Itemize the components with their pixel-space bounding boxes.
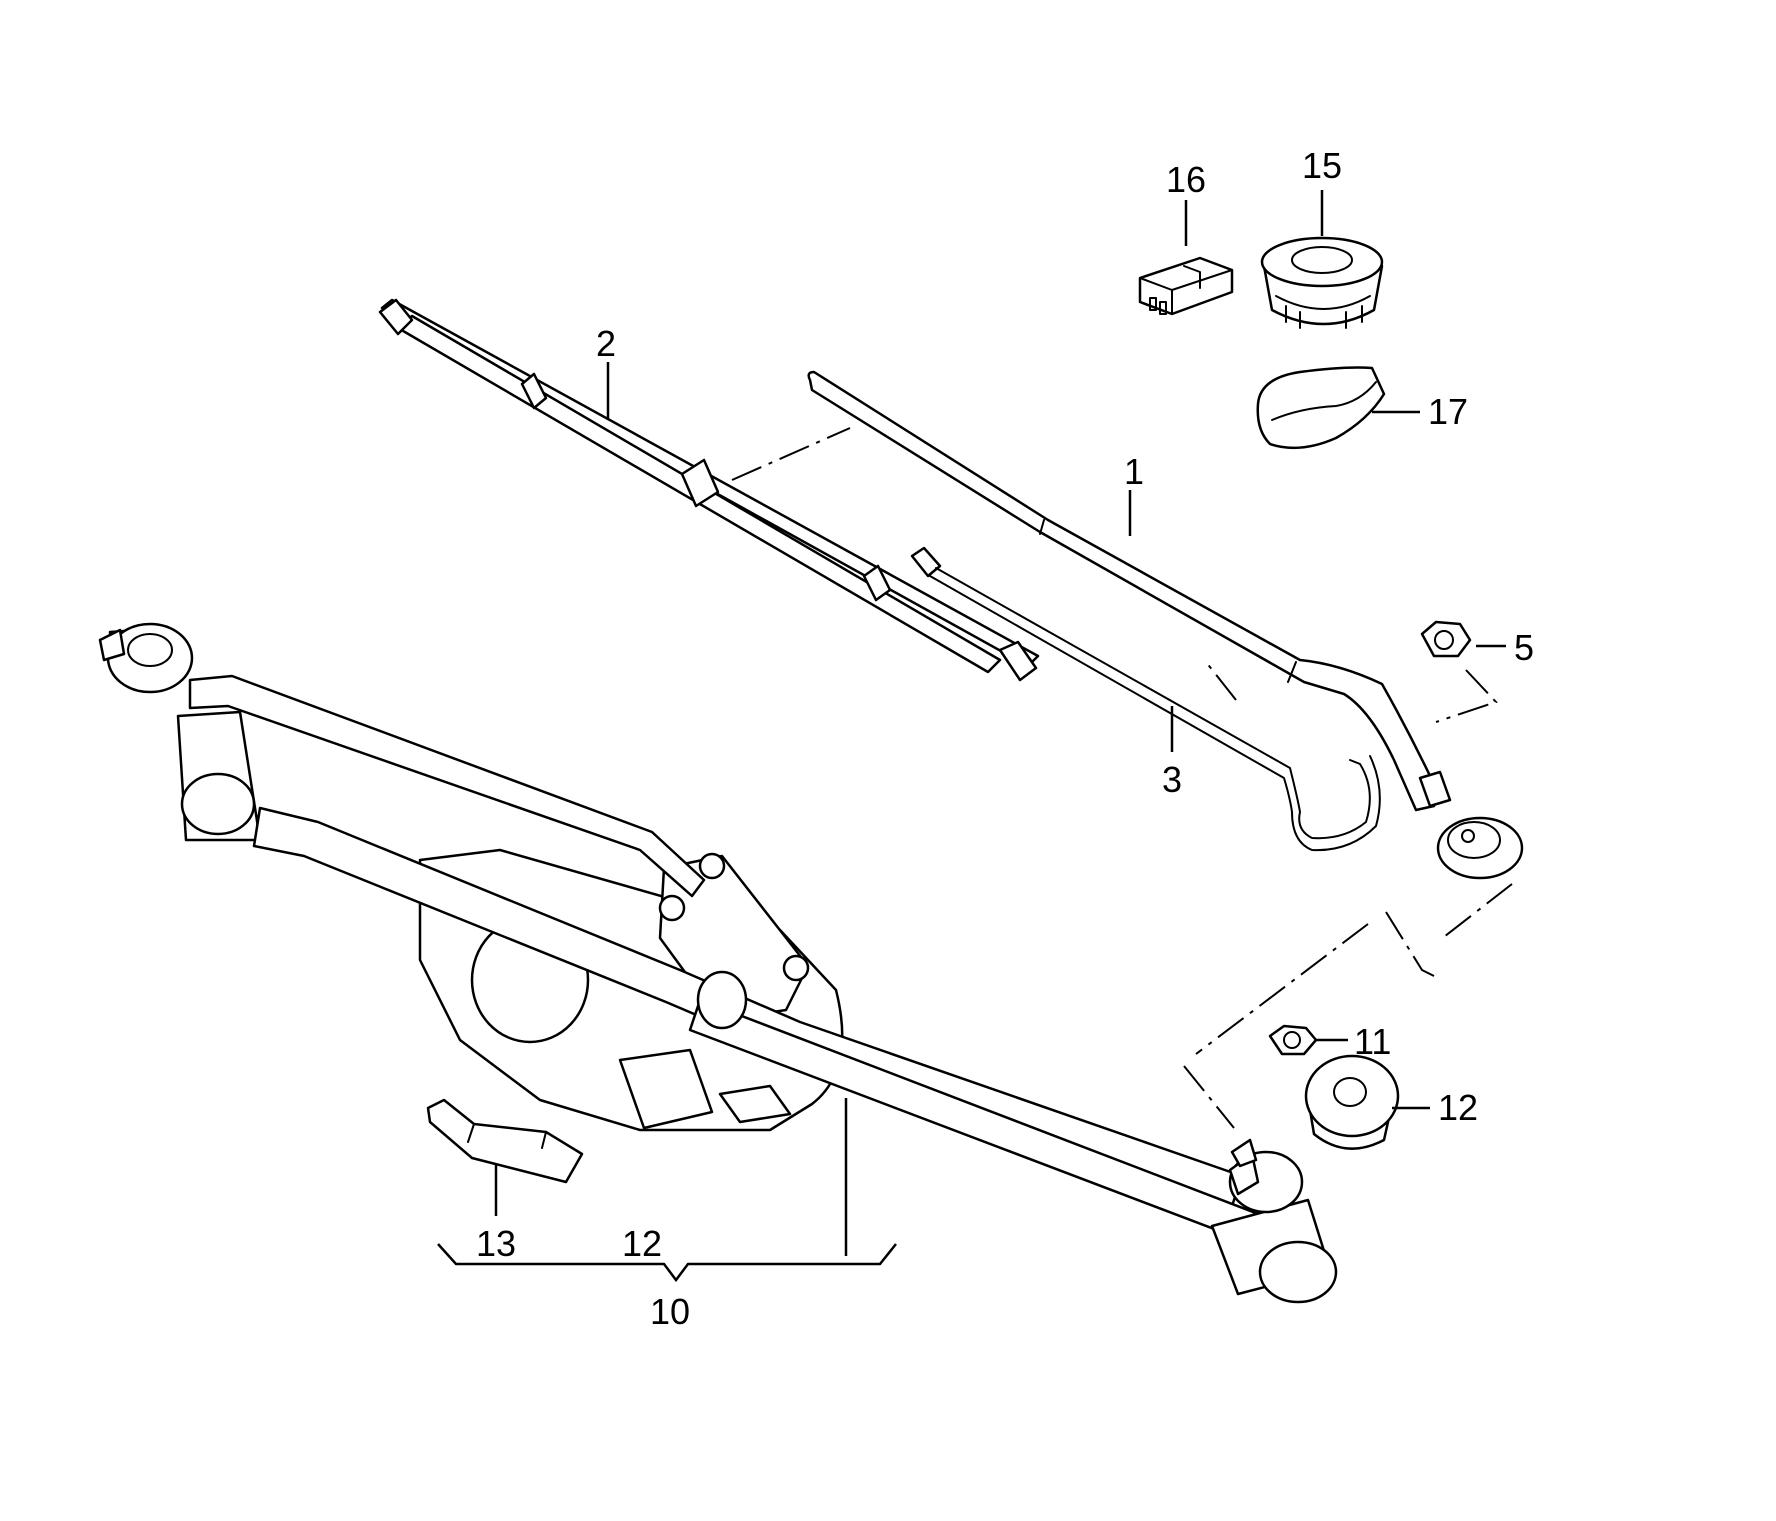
part-12-bushing <box>1304 1054 1400 1150</box>
callout-12-bushing: 12 <box>1438 1087 1478 1128</box>
assembly-lines <box>731 427 1513 1129</box>
part-wiper-pivot-upper <box>1436 816 1524 880</box>
part-10-linkage-and-motor <box>98 622 1338 1304</box>
part-17-clip <box>1256 366 1386 450</box>
callout-labels: 16 15 17 2 1 3 5 11 12 13 12 10 <box>476 145 1534 1332</box>
part-11-nut <box>1268 1024 1318 1056</box>
part-13-bracket <box>426 1098 584 1184</box>
callout-17: 17 <box>1428 391 1468 432</box>
callout-15: 15 <box>1302 145 1342 186</box>
callout-11: 11 <box>1354 1021 1391 1062</box>
part-3-washer-hose <box>910 546 1381 852</box>
callout-3: 3 <box>1162 759 1182 800</box>
callout-10: 10 <box>650 1291 690 1332</box>
part-2-wiper-blade <box>378 298 1040 682</box>
callout-16: 16 <box>1166 159 1206 200</box>
callout-12-linkage: 12 <box>622 1223 662 1264</box>
callout-13: 13 <box>476 1223 516 1264</box>
part-15-cap <box>1260 236 1384 329</box>
part-16-connector <box>1138 256 1234 316</box>
callout-1: 1 <box>1124 451 1144 492</box>
part-5-nut <box>1420 620 1472 658</box>
callout-5: 5 <box>1514 627 1534 668</box>
leader-lines <box>437 190 1506 1283</box>
callout-2: 2 <box>596 323 616 364</box>
part-1-wiper-arm <box>807 370 1452 812</box>
